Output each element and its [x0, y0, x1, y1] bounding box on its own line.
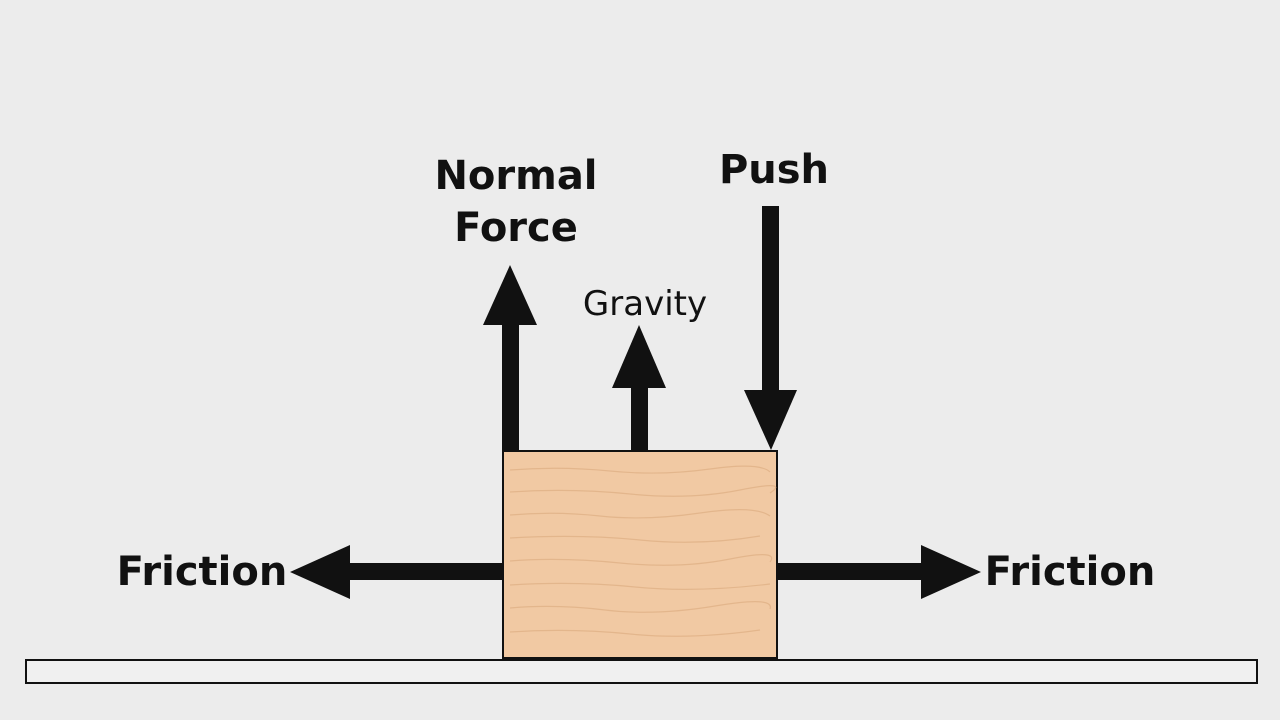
gravity-label: Gravity — [582, 284, 708, 324]
friction-right-label: Friction — [984, 549, 1156, 595]
normal-force-arrow — [483, 265, 537, 451]
normal-force-label-line2: Force — [454, 205, 578, 251]
friction-left-arrow — [290, 545, 503, 599]
wooden-block — [502, 450, 778, 659]
normal-force-label: Normal Force — [416, 150, 616, 254]
push-label: Push — [718, 147, 830, 193]
push-arrow — [744, 206, 797, 450]
ground-surface — [25, 659, 1258, 684]
wood-grain — [509, 465, 777, 637]
friction-left-label: Friction — [116, 549, 288, 595]
gravity-arrow — [612, 325, 666, 451]
normal-force-label-line1: Normal — [434, 153, 598, 199]
friction-right-arrow — [777, 545, 981, 599]
